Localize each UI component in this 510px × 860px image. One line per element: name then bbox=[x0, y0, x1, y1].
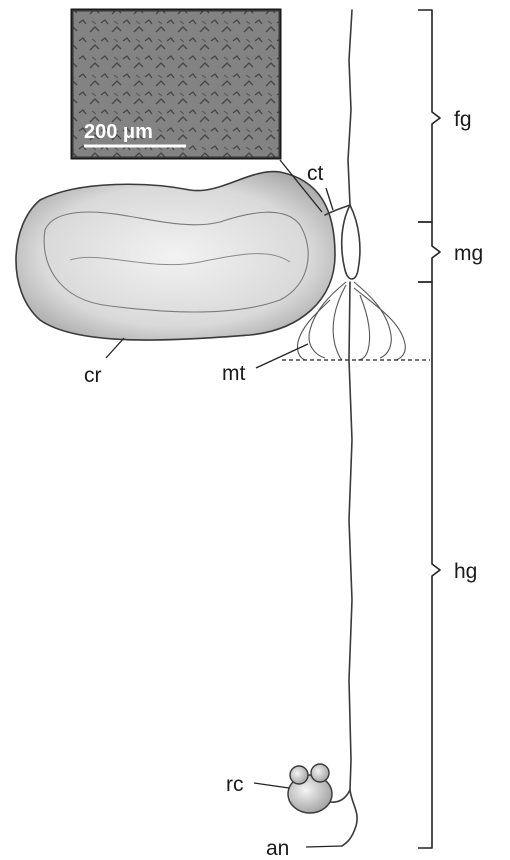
leader-cr bbox=[106, 338, 124, 358]
brace-fg bbox=[418, 10, 440, 222]
label-cr: cr bbox=[84, 364, 102, 387]
crop-outline bbox=[16, 172, 335, 340]
scale-bar-label: 200 μm bbox=[84, 121, 153, 143]
gut-tube bbox=[325, 10, 360, 846]
label-ct: ct bbox=[307, 162, 324, 185]
rectal-caeca-lobe-right bbox=[311, 764, 329, 782]
tubule-left-2 bbox=[333, 285, 346, 360]
region-braces bbox=[418, 10, 440, 848]
crop bbox=[16, 172, 335, 340]
region-label-hg: hg bbox=[454, 560, 477, 583]
leader-an bbox=[306, 846, 342, 847]
leader-rc bbox=[254, 783, 289, 788]
region-label-mg: mg bbox=[454, 242, 483, 265]
label-an: an bbox=[266, 837, 289, 860]
label-rc: rc bbox=[226, 773, 244, 796]
rectal-caeca bbox=[288, 764, 332, 813]
brace-hg bbox=[418, 282, 440, 848]
label-mt: mt bbox=[222, 362, 245, 385]
micrograph-inset: 200 μm bbox=[72, 10, 280, 158]
tubule-right-1 bbox=[354, 282, 391, 358]
hindgut-tube bbox=[349, 282, 352, 790]
tubule-right-3 bbox=[358, 295, 370, 360]
rectal-duct bbox=[330, 790, 350, 802]
rectal-caeca-lobe-left bbox=[290, 766, 308, 784]
midgut-swelling bbox=[342, 205, 360, 279]
region-label-fg: fg bbox=[454, 108, 472, 131]
foregut-tube bbox=[348, 10, 352, 205]
brace-mg bbox=[418, 222, 440, 282]
